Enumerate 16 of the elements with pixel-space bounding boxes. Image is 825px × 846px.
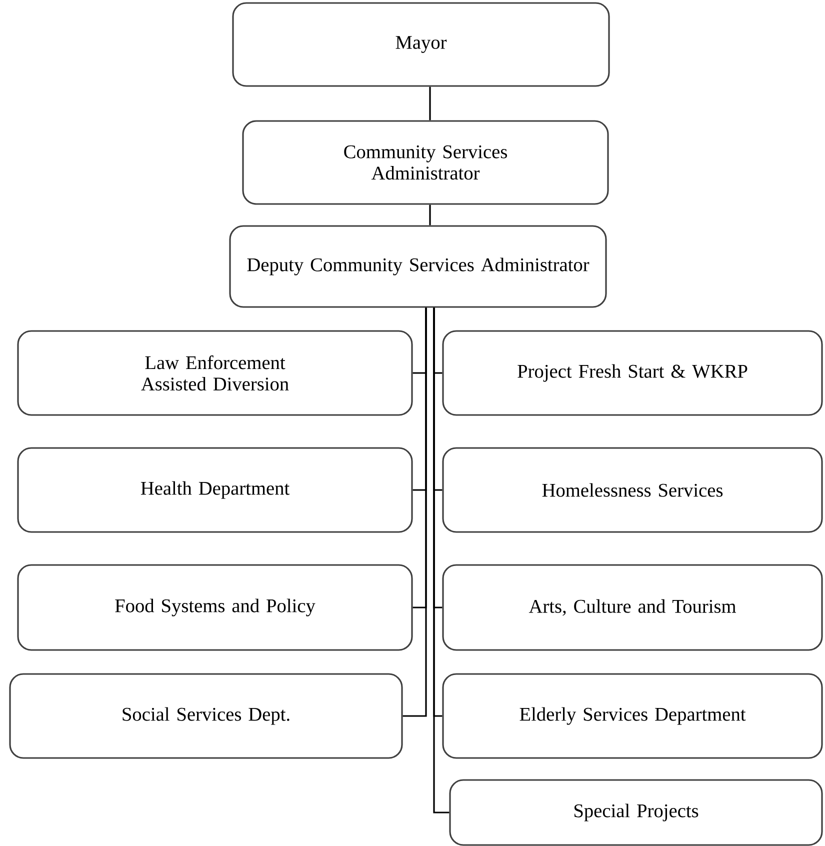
org-box: Social Services Dept. [9,673,403,759]
org-box: Special Projects [449,779,823,846]
org-box: Project Fresh Start & WKRP [442,330,823,416]
connector-line [433,308,450,814]
connector-line [429,86,431,120]
org-box: Community Services Administrator [242,120,609,205]
org-box: Law Enforcement Assisted Diversion [17,330,413,416]
org-box: Mayor [232,2,610,87]
connector-line [429,204,431,226]
connector-line [402,308,427,717]
org-box: Homelessness Services [442,447,823,533]
org-box: Deputy Community Services Administrator [229,225,607,308]
org-box: Elderly Services Department [442,673,823,759]
org-box: Health Department [17,447,413,533]
org-box: Arts, Culture and Tourism [442,564,823,651]
org-box: Food Systems and Policy [17,564,413,651]
